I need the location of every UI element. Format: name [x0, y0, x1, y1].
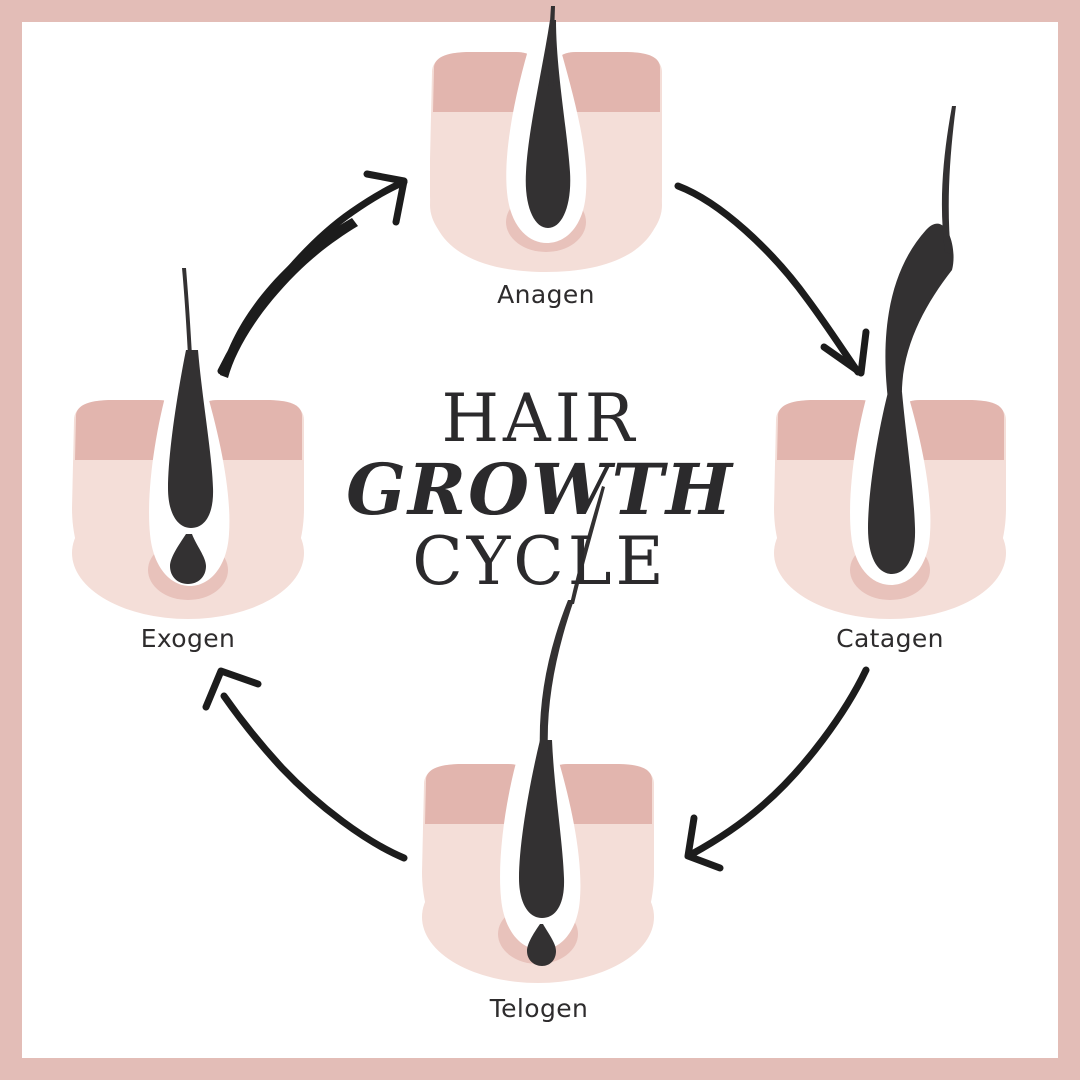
hair-follicle-telogen-icon	[422, 486, 654, 983]
page-title: HAIR GROWTH CYCLE	[280, 380, 800, 600]
stage-label-catagen: Catagen	[836, 624, 944, 653]
title-line-growth: GROWTH	[346, 448, 734, 532]
arrow-catagen-to-telogen	[684, 666, 870, 872]
arrow-anagen-to-catagen	[674, 182, 870, 377]
title-line-cycle: CYCLE	[412, 522, 668, 600]
hair-follicle-catagen-icon	[774, 106, 1006, 619]
stage-label-telogen: Telogen	[489, 994, 589, 1023]
stage-label-anagen: Anagen	[497, 280, 595, 309]
poster-canvas: HAIR GROWTH CYCLE Anagen Catagen Telogen…	[22, 6, 1058, 1058]
stage-label-exogen: Exogen	[140, 624, 236, 653]
hair-follicle-anagen-icon	[430, 6, 662, 272]
arrow-exogen-to-anagen	[217, 170, 408, 375]
title-line-hair: HAIR	[441, 380, 639, 457]
hair-follicle-exogen-icon	[72, 218, 358, 619]
arrow-telogen-to-exogen	[202, 667, 408, 862]
